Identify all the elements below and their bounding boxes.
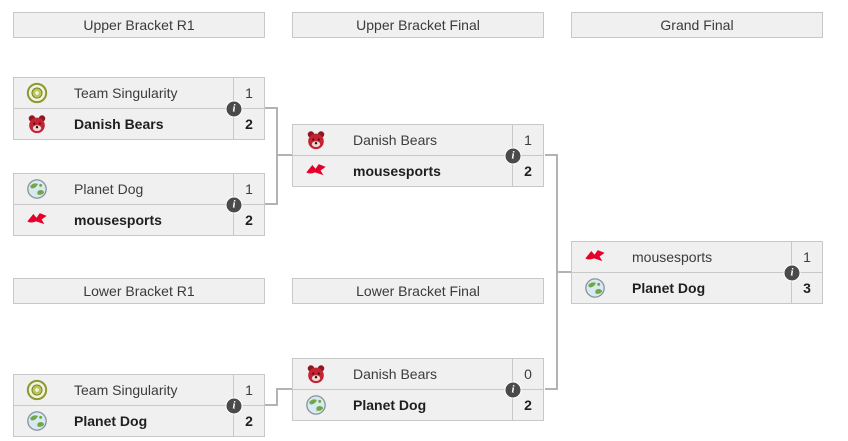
team-row[interactable]: Danish Bears 1	[293, 125, 543, 155]
team-score: 1	[233, 78, 264, 108]
connector-line	[545, 154, 558, 156]
team-name: mousesports	[353, 163, 441, 179]
team-name: Danish Bears	[353, 132, 438, 148]
team-row[interactable]: mousesports 2	[14, 204, 264, 235]
team-row[interactable]: mousesports 2	[293, 155, 543, 186]
team-singularity-logo	[26, 379, 48, 401]
team-row[interactable]: Planet Dog 2	[293, 389, 543, 420]
team-name: Team Singularity	[74, 85, 178, 101]
team-row[interactable]: Team Singularity 1	[14, 375, 264, 405]
match-info-icon[interactable]: i	[504, 147, 522, 164]
planet-dog-logo	[305, 394, 327, 416]
connector-line	[265, 404, 278, 406]
match-info-icon[interactable]: i	[225, 196, 243, 213]
connector-line	[265, 107, 278, 109]
planet-dog-logo	[26, 178, 48, 200]
connector-line	[545, 388, 558, 390]
match-lower-final: Danish Bears 0 Planet Dog 2 i	[292, 358, 544, 421]
team-row[interactable]: mousesports 1	[572, 242, 822, 272]
connector-line	[276, 388, 278, 406]
round-header-lower-final: Lower Bracket Final	[292, 278, 544, 304]
team-name: Planet Dog	[74, 181, 144, 197]
danish-bears-logo	[26, 113, 48, 135]
team-name: Danish Bears	[353, 366, 438, 382]
planet-dog-logo	[26, 410, 48, 432]
match-upper-r1-2: Planet Dog 1 mousesports 2 i	[13, 173, 265, 236]
team-score: 2	[512, 390, 543, 420]
team-score: 1	[512, 125, 543, 155]
team-row[interactable]: Planet Dog 2	[14, 405, 264, 436]
team-name: Planet Dog	[74, 413, 148, 429]
team-name: Team Singularity	[74, 382, 178, 398]
team-score: 2	[233, 205, 264, 235]
mousesports-logo	[305, 160, 327, 182]
round-header-grand-final: Grand Final	[571, 12, 823, 38]
connector-line	[265, 203, 278, 205]
team-name: Danish Bears	[74, 116, 164, 132]
round-header-lower-r1: Lower Bracket R1	[13, 278, 265, 304]
team-row[interactable]: Danish Bears 0	[293, 359, 543, 389]
connector-line	[276, 388, 292, 390]
team-row[interactable]: Planet Dog 3	[572, 272, 822, 303]
team-row[interactable]: Danish Bears 2	[14, 108, 264, 139]
team-singularity-logo	[26, 82, 48, 104]
team-score: 2	[233, 109, 264, 139]
team-score: 0	[512, 359, 543, 389]
team-name: Planet Dog	[353, 397, 427, 413]
team-score: 1	[233, 174, 264, 204]
team-score: 1	[233, 375, 264, 405]
team-score: 2	[512, 156, 543, 186]
team-score: 2	[233, 406, 264, 436]
danish-bears-logo	[305, 363, 327, 385]
match-info-icon[interactable]: i	[783, 264, 801, 281]
mousesports-logo	[584, 246, 606, 268]
match-upper-final: Danish Bears 1 mousesports 2 i	[292, 124, 544, 187]
match-info-icon[interactable]: i	[225, 397, 243, 414]
match-upper-r1-1: Team Singularity 1 Danish Bears 2 i	[13, 77, 265, 140]
team-row[interactable]: Team Singularity 1	[14, 78, 264, 108]
connector-line	[276, 107, 278, 205]
team-score: 3	[791, 273, 822, 303]
danish-bears-logo	[305, 129, 327, 151]
team-name: mousesports	[632, 249, 713, 265]
mousesports-logo	[26, 209, 48, 231]
connector-line	[556, 271, 571, 273]
planet-dog-logo	[584, 277, 606, 299]
connector-line	[276, 154, 292, 156]
match-lower-r1: Team Singularity 1 Planet Dog 2 i	[13, 374, 265, 437]
team-name: mousesports	[74, 212, 162, 228]
round-header-upper-final: Upper Bracket Final	[292, 12, 544, 38]
match-grand-final: mousesports 1 Planet Dog 3 i	[571, 241, 823, 304]
team-score: 1	[791, 242, 822, 272]
match-info-icon[interactable]: i	[504, 381, 522, 398]
team-row[interactable]: Planet Dog 1	[14, 174, 264, 204]
round-header-upper-r1: Upper Bracket R1	[13, 12, 265, 38]
match-info-icon[interactable]: i	[225, 100, 243, 117]
team-name: Planet Dog	[632, 280, 706, 296]
